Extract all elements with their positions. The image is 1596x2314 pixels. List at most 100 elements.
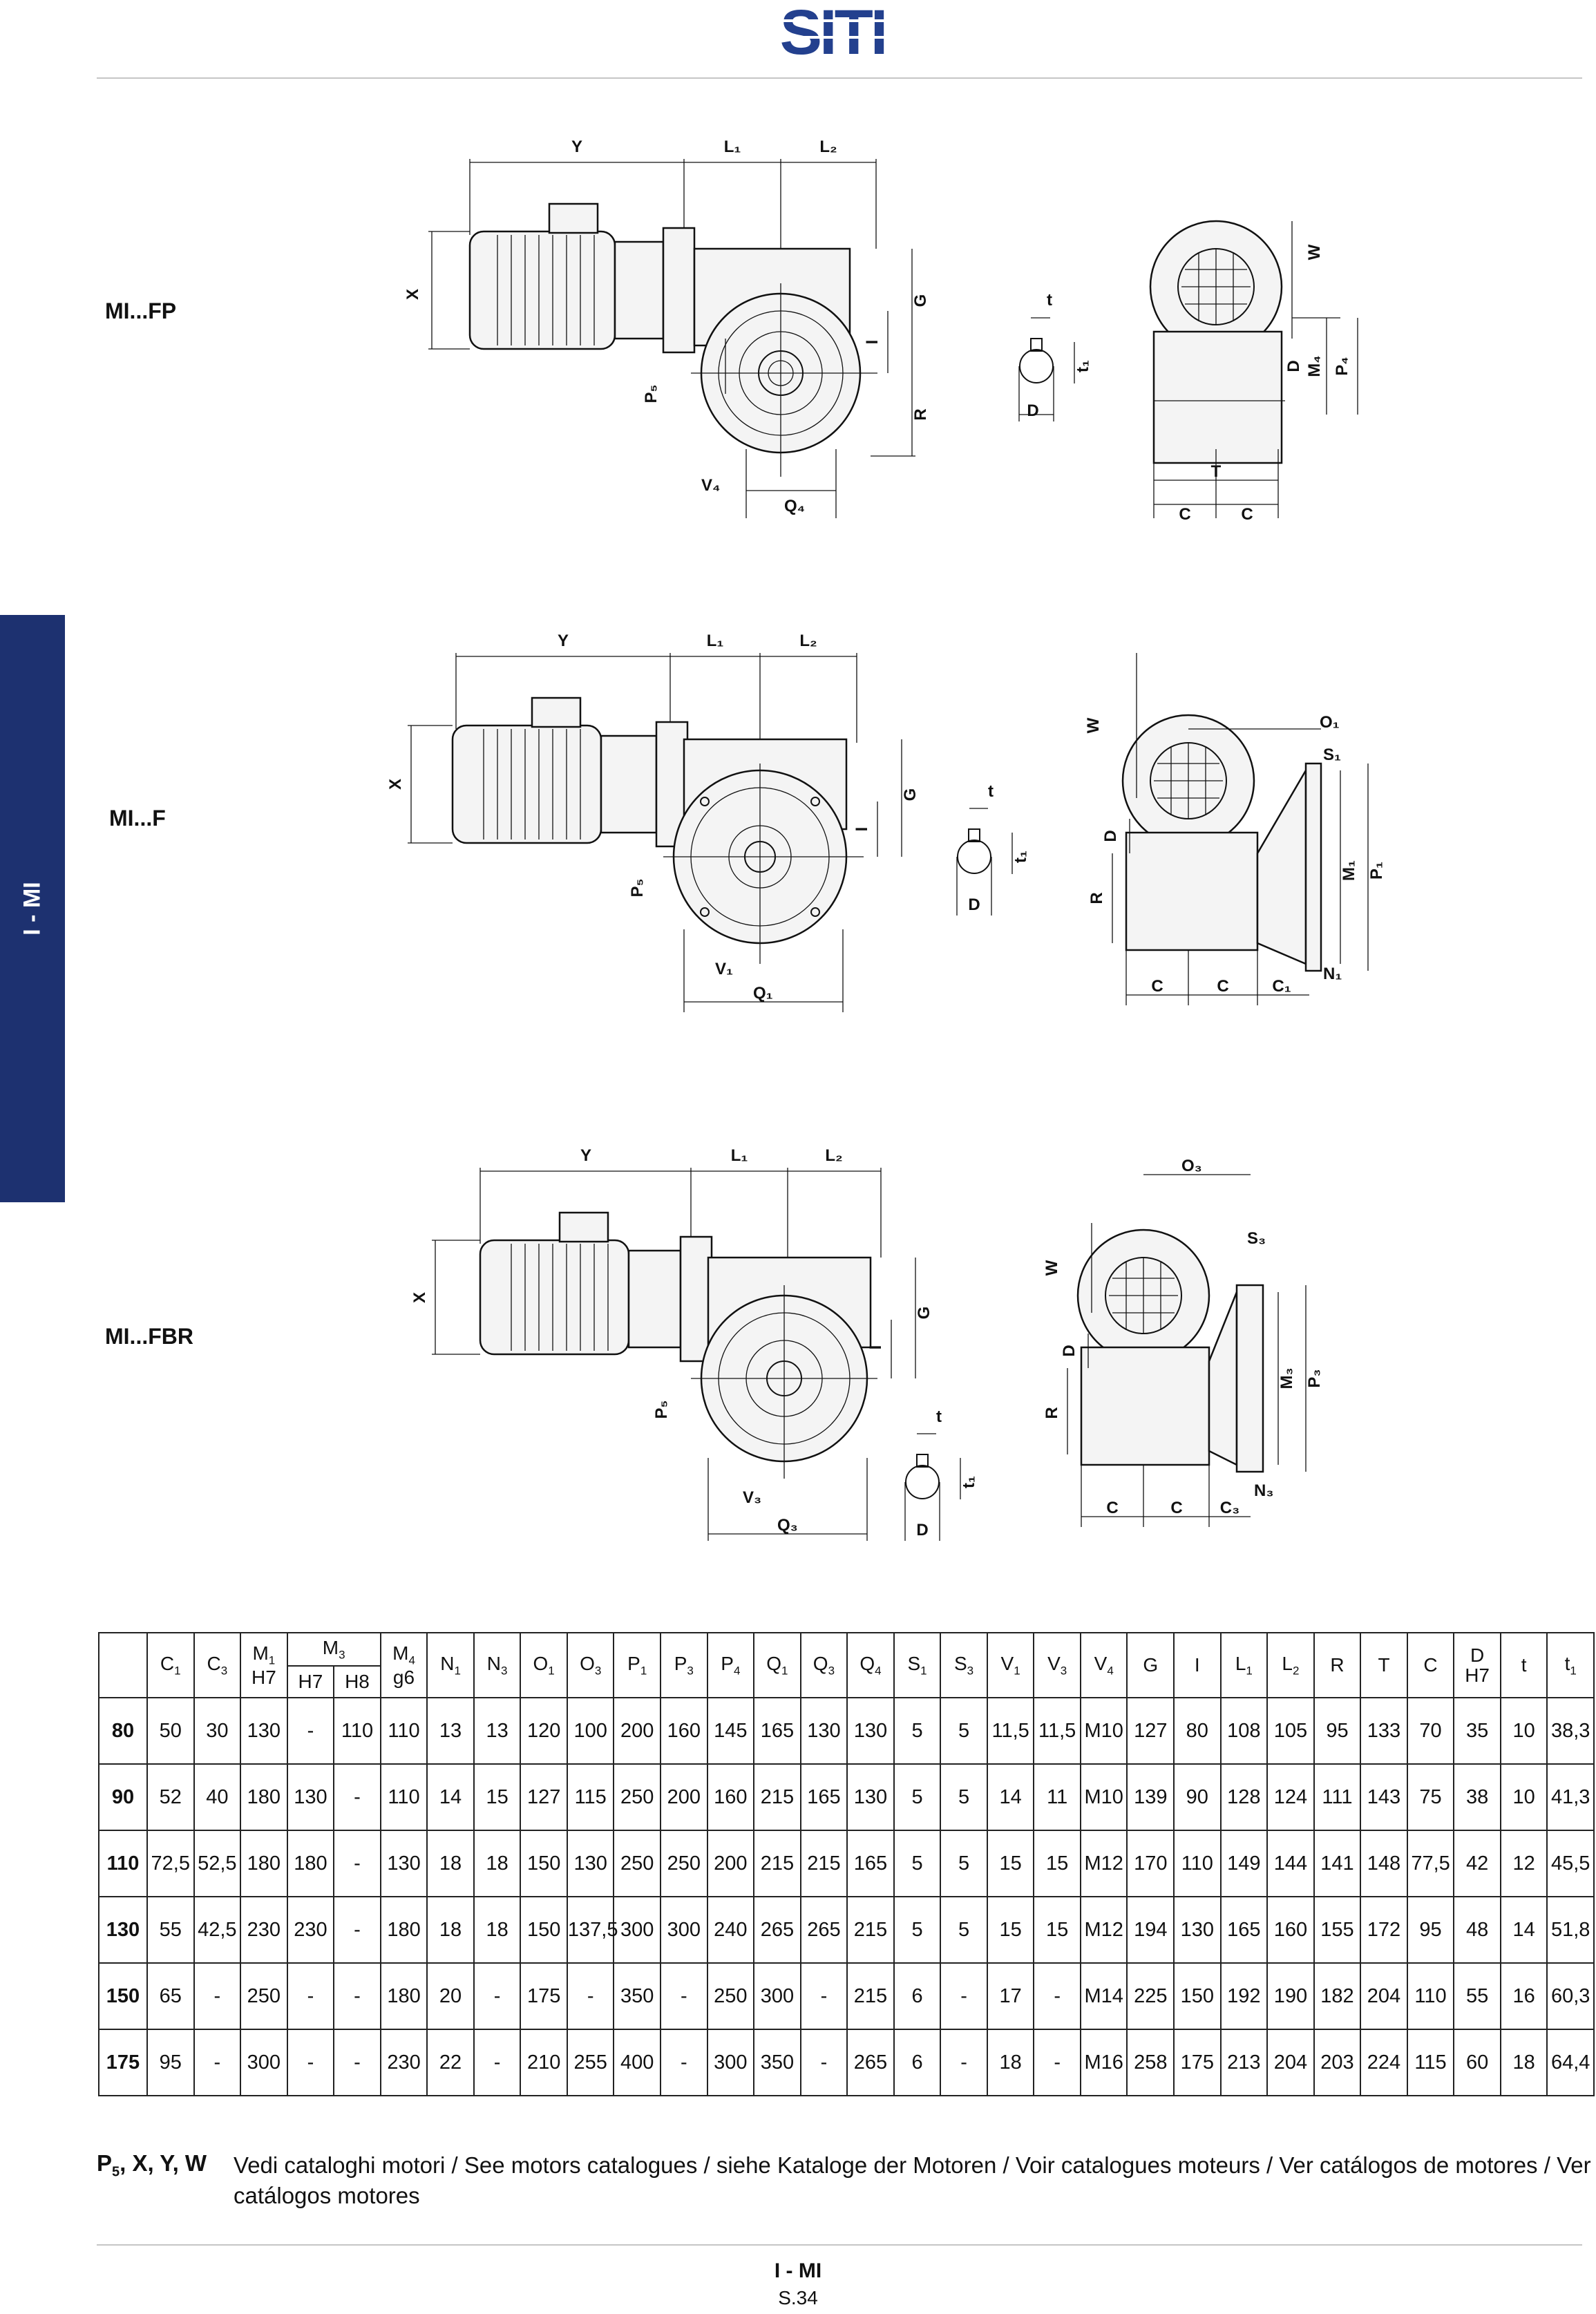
svg-text:I: I bbox=[866, 1345, 885, 1350]
table-cell: 95 bbox=[146, 2029, 195, 2096]
table-cell: 100 bbox=[566, 1697, 615, 1765]
svg-text:X: X bbox=[386, 779, 405, 790]
header-size bbox=[98, 1632, 148, 1698]
table-cell: 400 bbox=[613, 2029, 662, 2096]
header-i: I bbox=[1173, 1632, 1222, 1698]
table-cell: 77,5 bbox=[1406, 1830, 1455, 1897]
footnote-key: P5, X, Y, W bbox=[97, 2150, 207, 2180]
table-cell: 130 bbox=[240, 1697, 288, 1765]
table-cell: 6 bbox=[893, 2029, 942, 2096]
table-cell: 72,5 bbox=[146, 1830, 195, 1897]
table-cell: 13 bbox=[426, 1697, 475, 1765]
table-cell: 115 bbox=[1406, 2029, 1455, 2096]
table-cell: 350 bbox=[753, 2029, 801, 2096]
row-size-cell: 150 bbox=[98, 1962, 148, 2030]
table-cell: 250 bbox=[613, 1763, 662, 1831]
table-cell: 300 bbox=[660, 1896, 708, 1964]
header-t1: t1 bbox=[1546, 1632, 1595, 1698]
table-cell: 127 bbox=[520, 1763, 568, 1831]
table-cell: 200 bbox=[613, 1697, 662, 1765]
table-cell: 5 bbox=[893, 1830, 942, 1897]
svg-text:C: C bbox=[1179, 505, 1190, 524]
table-cell: 15 bbox=[986, 1896, 1035, 1964]
svg-text:D: D bbox=[1101, 830, 1120, 842]
table-cell: 20 bbox=[426, 1962, 475, 2030]
table-cell: 55 bbox=[146, 1896, 195, 1964]
table-cell: 41,3 bbox=[1546, 1763, 1595, 1831]
table-cell: 145 bbox=[706, 1697, 755, 1765]
row-size-cell: 130 bbox=[98, 1896, 148, 1964]
table-cell: 90 bbox=[1173, 1763, 1222, 1831]
svg-text:t: t bbox=[936, 1407, 942, 1426]
table-cell: 213 bbox=[1219, 2029, 1269, 2096]
table-cell: 14 bbox=[986, 1763, 1035, 1831]
table-cell: 11,5 bbox=[986, 1697, 1035, 1765]
table-cell: M14 bbox=[1079, 1962, 1128, 2030]
table-cell: 139 bbox=[1126, 1763, 1175, 1831]
table-cell: 5 bbox=[940, 1697, 988, 1765]
svg-text:O₃: O₃ bbox=[1181, 1157, 1202, 1175]
footer-section: I - MI bbox=[774, 2259, 822, 2282]
table-cell: 55 bbox=[1453, 1962, 1501, 2030]
table-cell: 250 bbox=[240, 1962, 288, 2030]
table-cell: 350 bbox=[613, 1962, 662, 2030]
svg-text:C₃: C₃ bbox=[1220, 1499, 1239, 1517]
section-side-tab: I - MI bbox=[0, 615, 65, 1202]
svg-text:O₁: O₁ bbox=[1320, 713, 1340, 732]
table-cell: - bbox=[473, 2029, 522, 2096]
table-cell: 15 bbox=[1033, 1896, 1081, 1964]
svg-text:Y: Y bbox=[580, 1146, 591, 1165]
svg-text:P₄: P₄ bbox=[1333, 357, 1351, 375]
header-s3: S3 bbox=[940, 1632, 988, 1698]
table-cell: - bbox=[333, 2029, 381, 2096]
table-cell: 215 bbox=[799, 1830, 848, 1897]
svg-text:Y: Y bbox=[558, 632, 569, 650]
table-cell: 11,5 bbox=[1033, 1697, 1081, 1765]
header-n1: N1 bbox=[426, 1632, 475, 1698]
row-size-cell: 90 bbox=[98, 1763, 148, 1831]
svg-text:D: D bbox=[916, 1521, 928, 1539]
svg-text:L₂: L₂ bbox=[825, 1146, 842, 1165]
svg-text:P₅: P₅ bbox=[642, 384, 661, 403]
svg-text:G: G bbox=[915, 1307, 933, 1320]
table-cell: 110 bbox=[379, 1697, 428, 1765]
row-size-cell: 175 bbox=[98, 2029, 148, 2096]
table-cell: 130 bbox=[566, 1830, 615, 1897]
table-cell: 130 bbox=[846, 1697, 895, 1765]
table-cell: 150 bbox=[520, 1830, 568, 1897]
table-cell: - bbox=[799, 2029, 848, 2096]
svg-text:M₁: M₁ bbox=[1340, 860, 1358, 881]
table-cell: 160 bbox=[706, 1763, 755, 1831]
table-cell: 300 bbox=[706, 2029, 755, 2096]
table-cell: - bbox=[333, 1763, 381, 1831]
table-cell: - bbox=[940, 1962, 988, 2030]
table-cell: 111 bbox=[1313, 1763, 1362, 1831]
svg-text:N₁: N₁ bbox=[1323, 965, 1342, 983]
table-cell: 18 bbox=[986, 2029, 1035, 2096]
table-cell: 10 bbox=[1499, 1697, 1548, 1765]
table-cell: 5 bbox=[893, 1896, 942, 1964]
svg-text:L₂: L₂ bbox=[819, 137, 837, 156]
table-cell: 180 bbox=[240, 1830, 288, 1897]
header-c3: C3 bbox=[193, 1632, 242, 1698]
table-cell: - bbox=[660, 2029, 708, 2096]
table-cell: 42 bbox=[1453, 1830, 1501, 1897]
table-cell: - bbox=[193, 2029, 242, 2096]
svg-text:X: X bbox=[403, 289, 422, 300]
table-cell: 50 bbox=[146, 1697, 195, 1765]
table-cell: M10 bbox=[1079, 1697, 1128, 1765]
table-cell: 255 bbox=[566, 2029, 615, 2096]
table-cell: 258 bbox=[1126, 2029, 1175, 2096]
table-cell: M16 bbox=[1079, 2029, 1128, 2096]
svg-text:G: G bbox=[911, 294, 930, 307]
table-cell: 180 bbox=[379, 1962, 428, 2030]
table-cell: 150 bbox=[520, 1896, 568, 1964]
table-cell: 52 bbox=[146, 1763, 195, 1831]
svg-text:M₃: M₃ bbox=[1277, 1367, 1296, 1389]
table-cell: 204 bbox=[1266, 2029, 1315, 2096]
table-cell: 160 bbox=[1266, 1896, 1315, 1964]
